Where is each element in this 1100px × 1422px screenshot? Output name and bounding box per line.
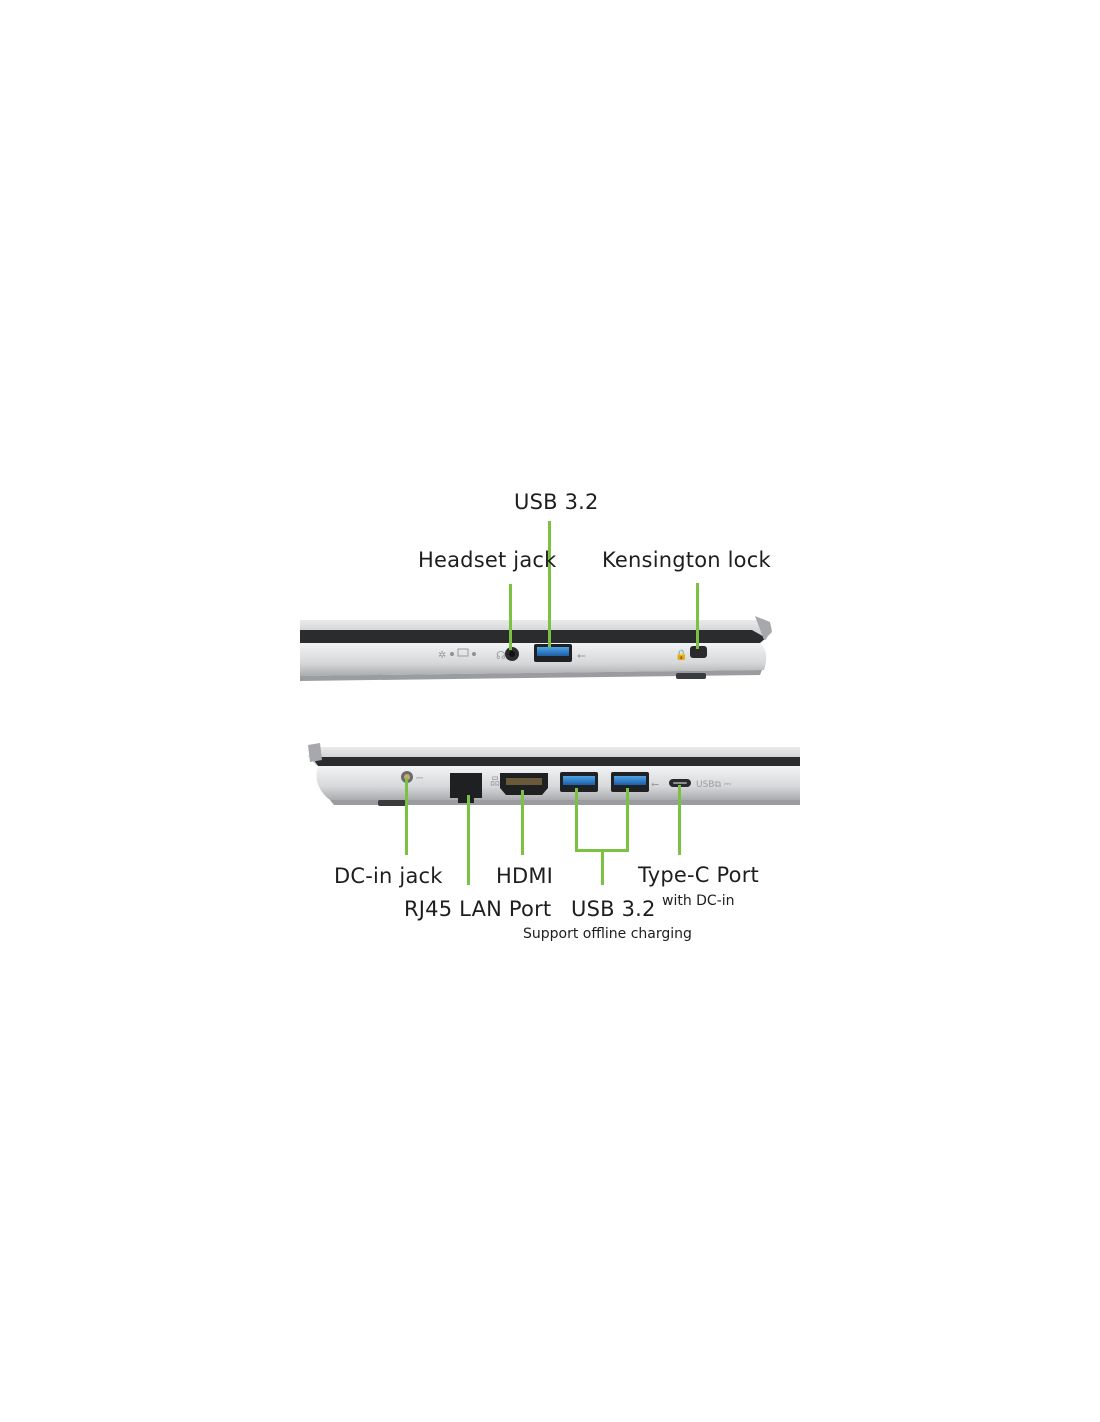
leader-line-usb-left-a (575, 788, 578, 851)
label-type-c-port: Type-C Port (638, 863, 759, 887)
label-dc-in-jack: DC-in jack (334, 864, 443, 888)
svg-text:USB⧉ ⎓: USB⧉ ⎓ (696, 780, 731, 790)
leader-line-hdmi (521, 790, 524, 855)
svg-text:✲: ✲ (438, 650, 446, 661)
label-usb-3-2-bottom: USB 3.2 (571, 897, 656, 921)
label-rj45-lan-port: RJ45 LAN Port (404, 897, 552, 921)
label-kensington-lock: Kensington lock (602, 548, 771, 572)
svg-text:🔒: 🔒 (675, 649, 687, 661)
label-usb-3-2-top: USB 3.2 (514, 490, 599, 514)
svg-text:☊: ☊ (496, 649, 506, 662)
label-with-dc-in: with DC-in (662, 893, 735, 909)
leader-line-typec (678, 785, 681, 855)
leader-line-rj45 (467, 795, 470, 885)
svg-text:⎓: ⎓ (416, 774, 423, 784)
svg-text:⭠: ⭠ (577, 649, 586, 662)
label-support-offline-charging: Support offline charging (523, 926, 692, 942)
leader-line-usb-stem (601, 849, 604, 885)
leader-line-headset (509, 584, 512, 650)
svg-text:品: 品 (490, 776, 500, 788)
leader-line-dc-in (405, 778, 408, 855)
leader-line-usb-left-b (626, 788, 629, 851)
leader-line-usb-top (548, 521, 551, 647)
label-hdmi: HDMI (496, 864, 554, 888)
label-headset-jack: Headset jack (418, 548, 557, 572)
leader-line-kensington (696, 583, 699, 649)
svg-text:⭠: ⭠ (651, 779, 659, 790)
